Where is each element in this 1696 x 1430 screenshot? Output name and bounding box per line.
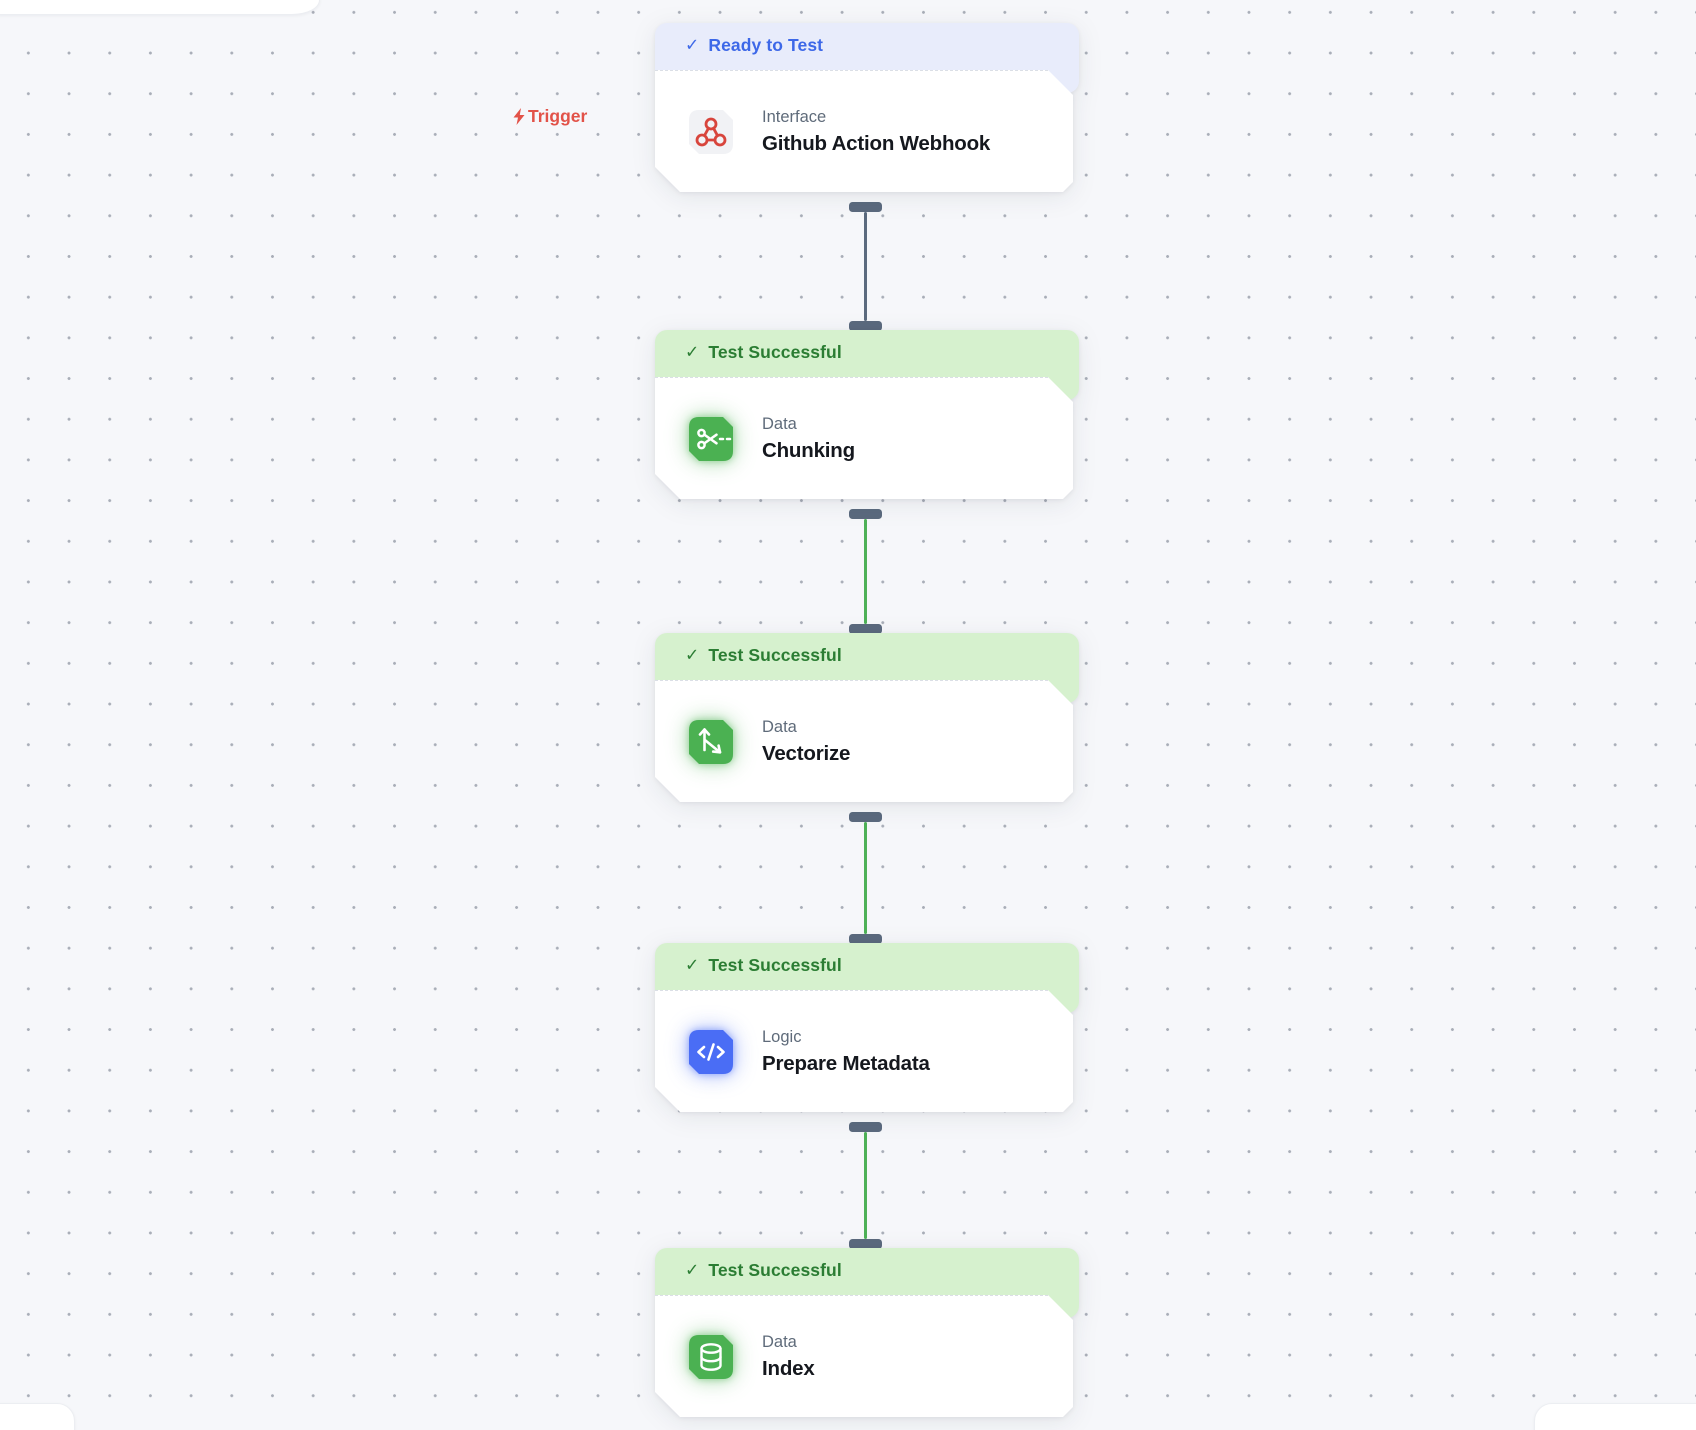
target-handle-prepare-metadata[interactable] bbox=[849, 934, 882, 944]
node-chunking[interactable]: ✓ Test Successful Data Chunking bbox=[655, 330, 1079, 499]
node-category: Data bbox=[762, 717, 797, 736]
node-title: Chunking bbox=[762, 438, 855, 462]
source-handle-chunking[interactable] bbox=[849, 509, 882, 519]
target-handle-index[interactable] bbox=[849, 1239, 882, 1249]
lightning-bolt-icon bbox=[513, 108, 525, 125]
check-icon: ✓ bbox=[685, 342, 700, 362]
status-label: Test Successful bbox=[708, 645, 842, 665]
source-handle-vectorize[interactable] bbox=[849, 812, 882, 822]
status-label: Test Successful bbox=[708, 1260, 842, 1280]
scissors-chunking-icon bbox=[688, 416, 734, 462]
node-title: Index bbox=[762, 1356, 815, 1380]
trigger-label-text: Trigger bbox=[528, 106, 588, 126]
top-left-panel-edge bbox=[0, 0, 320, 15]
source-handle-prepare-metadata[interactable] bbox=[849, 1122, 882, 1132]
trigger-label: Trigger bbox=[512, 106, 587, 127]
source-handle-webhook[interactable] bbox=[849, 202, 882, 212]
node-category: Interface bbox=[762, 107, 827, 126]
edge-chunking-to-vectorize[interactable] bbox=[864, 519, 867, 624]
status-label: Test Successful bbox=[708, 342, 842, 362]
node-category: Logic bbox=[762, 1027, 802, 1046]
edge-prepare-metadata-to-index[interactable] bbox=[864, 1132, 867, 1239]
vector-axes-icon bbox=[688, 719, 734, 765]
target-handle-vectorize[interactable] bbox=[849, 624, 882, 634]
check-icon: ✓ bbox=[685, 645, 700, 665]
edge-vectorize-to-prepare-metadata[interactable] bbox=[864, 822, 867, 934]
code-icon bbox=[688, 1029, 734, 1075]
node-index[interactable]: ✓ Test Successful Data Index bbox=[655, 1248, 1079, 1417]
webhook-icon bbox=[688, 109, 734, 155]
bottom-right-panel-edge bbox=[1534, 1403, 1696, 1430]
node-category: Data bbox=[762, 414, 797, 433]
status-label: Test Successful bbox=[708, 955, 842, 975]
status-label: Ready to Test bbox=[708, 35, 824, 55]
node-vectorize[interactable]: ✓ Test Successful Data Vectorize bbox=[655, 633, 1079, 802]
node-title: Github Action Webhook bbox=[762, 131, 991, 155]
node-body[interactable]: Data Index bbox=[655, 1295, 1073, 1417]
node-body[interactable]: Data Vectorize bbox=[655, 680, 1073, 802]
node-title: Prepare Metadata bbox=[762, 1051, 930, 1075]
target-handle-chunking[interactable] bbox=[849, 321, 882, 331]
node-body[interactable]: Data Chunking bbox=[655, 377, 1073, 499]
edge-webhook-to-chunking[interactable] bbox=[864, 212, 867, 321]
check-icon: ✓ bbox=[685, 35, 700, 55]
node-category: Data bbox=[762, 1332, 797, 1351]
node-prepare-metadata[interactable]: ✓ Test Successful Logic Prepare Metadata bbox=[655, 943, 1079, 1112]
node-body[interactable]: Interface Github Action Webhook bbox=[655, 70, 1073, 192]
check-icon: ✓ bbox=[685, 955, 700, 975]
database-icon bbox=[688, 1334, 734, 1380]
check-icon: ✓ bbox=[685, 1260, 700, 1280]
bottom-left-panel-edge bbox=[0, 1403, 75, 1430]
node-body[interactable]: Logic Prepare Metadata bbox=[655, 990, 1073, 1112]
node-github-action-webhook[interactable]: ✓ Ready to Test Interface Github Action … bbox=[655, 23, 1079, 192]
node-title: Vectorize bbox=[762, 741, 851, 765]
